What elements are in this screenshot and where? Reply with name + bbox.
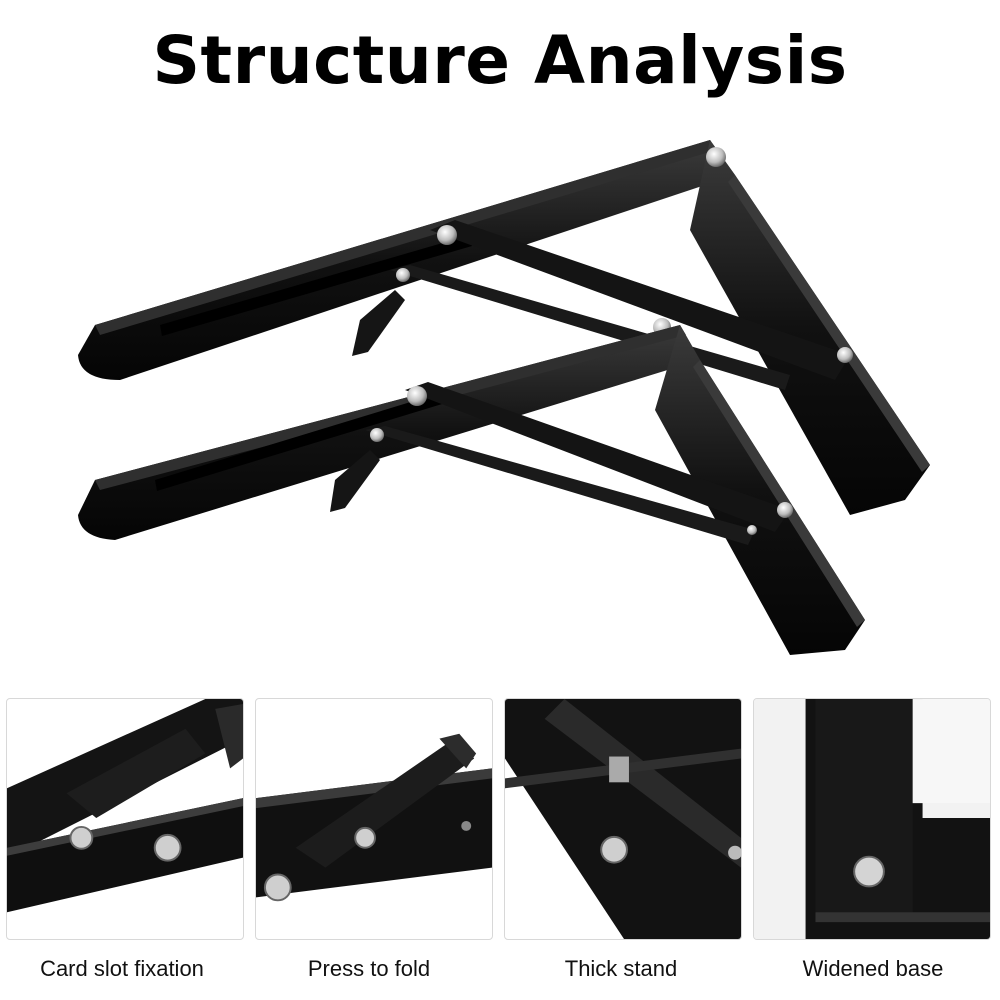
feature-caption: Widened base [802,956,944,981]
bracket-upper [78,140,930,515]
feature-caption: Press to fold [307,956,431,981]
card-slot-closeup-image [6,698,244,940]
feature-thumbnails: Card slot fixation Press to fold Thick s… [0,698,1000,1000]
rivet-icon [407,386,427,406]
thick-stand-closeup-image [504,698,742,940]
press-lever-closeup-image [255,698,493,940]
rivet-icon [837,347,853,363]
rivet-icon [370,428,384,442]
folding-shelf-bracket-pair-image [0,120,1000,680]
rivet-icon [777,502,793,518]
bracket-lower [78,325,865,655]
rivet-icon [153,833,182,862]
rivet-icon [853,855,885,888]
bolt-icon [609,756,629,783]
rivet-icon [354,826,376,849]
rivet-icon [396,268,410,282]
widened-base-closeup-image [753,698,991,940]
rivet-icon [69,825,94,850]
rivet-icon [600,835,628,864]
feature-caption: Card slot fixation [40,956,204,981]
rivet-icon [263,873,292,902]
rivet-icon [747,525,757,535]
rivet-icon [437,225,457,245]
feature-caption: Thick stand [564,956,678,981]
rivet-icon [728,845,741,860]
rivet-icon [461,820,472,831]
rivet-icon [706,147,726,167]
page-title: Structure Analysis [152,22,848,99]
